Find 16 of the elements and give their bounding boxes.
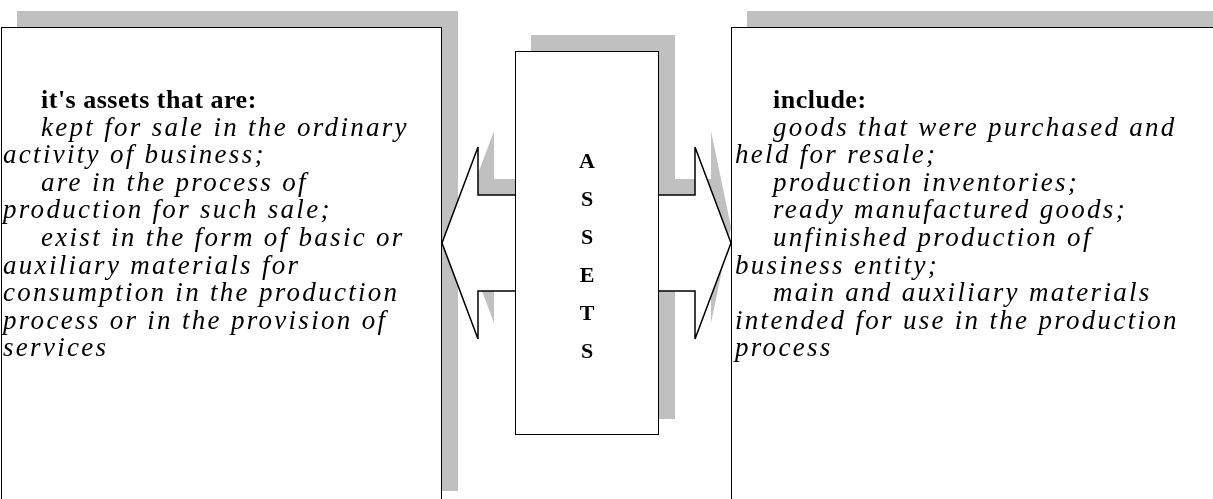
callout-box <box>515 51 659 435</box>
panel-heading: it's assets that are: <box>40 86 258 114</box>
list-item: goods that were purchased and held for resale; <box>735 113 1178 169</box>
text-panel <box>731 27 1213 499</box>
panel-heading: include: <box>772 86 868 114</box>
list-item: exist in the form of basic or auxiliary materials for consumption in the production process or in the provision of services <box>3 223 406 362</box>
list-item: unfinished production of business entity; <box>735 223 1094 280</box>
list-item: are in the process of production for such sale; <box>3 168 333 224</box>
block-arrow <box>441 131 516 340</box>
text-panel <box>1 27 442 499</box>
list-item: production inventories; <box>770 168 1081 197</box>
list-item: kept for sale in the ordinary activity of business; <box>3 113 410 169</box>
list-item: main and auxiliary materials intended for use in the production process <box>735 279 1180 362</box>
list-item: ready manufactured goods; <box>773 196 1128 224</box>
vertical-title: ASSETS <box>578 147 596 365</box>
block-arrow <box>658 131 732 340</box>
